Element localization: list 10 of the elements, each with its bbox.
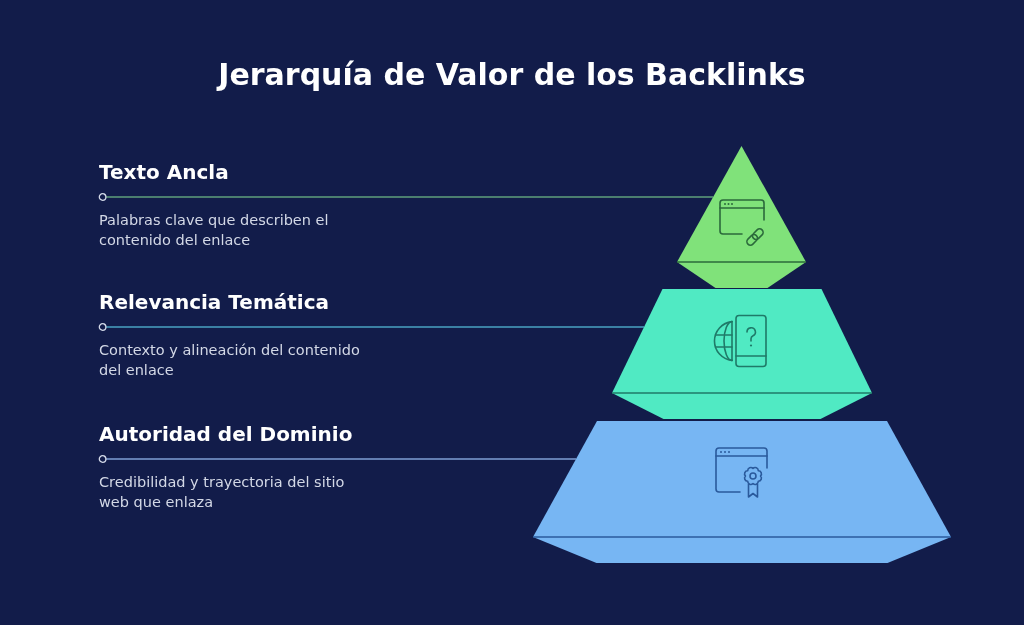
description: Palabras clave que describen el contenido del enlace [99,211,330,250]
leader-line [98,323,645,331]
description: Credibilidad y trayectoria del sitio web que enlaza [99,473,346,512]
heading: Texto Ancla [99,160,229,184]
leader-line [98,193,714,201]
title: Jerarquía de Valor de los Backlinks [218,56,806,94]
description: Contexto y alineación del contenido del enlace [99,341,361,380]
heading: Relevancia Temática [99,290,329,314]
leader-line [98,455,577,463]
heading: Autoridad del Dominio [99,422,353,446]
